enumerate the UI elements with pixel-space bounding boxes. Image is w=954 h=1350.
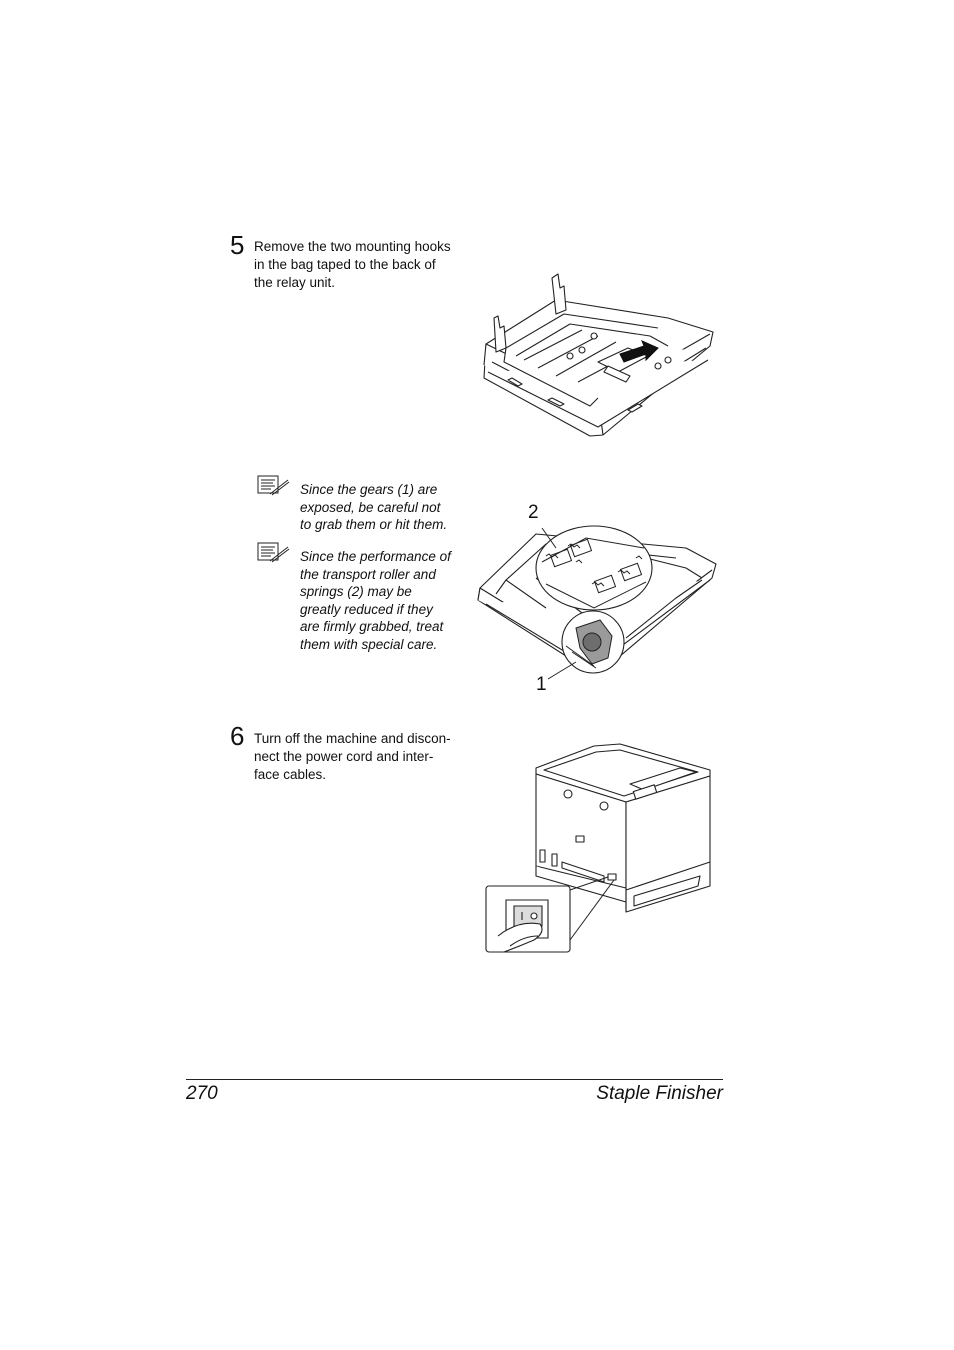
note-2-line-5: are firmly grabbed, treat <box>300 619 444 635</box>
note-2-text: Since the performance of the transport r… <box>300 548 480 654</box>
relay-unit-illustration <box>478 270 718 442</box>
step-5-text: Remove the two mounting hooks in the bag… <box>254 238 469 292</box>
step-6-number: 6 <box>230 721 245 751</box>
note-1-line-1: Since the gears (1) are <box>300 482 438 497</box>
step-6-line-3: face cables. <box>254 767 327 782</box>
step-5-line-1: Remove the two mounting hooks <box>254 239 451 254</box>
page-number: 270 <box>186 1083 218 1104</box>
callout-1: 1 <box>536 674 547 695</box>
note-2-line-3: springs (2) may be <box>300 584 412 600</box>
note-pad-pencil-icon <box>256 541 290 563</box>
note-1-text: Since the gears (1) are exposed, be care… <box>300 481 480 534</box>
footer-rule <box>186 1079 723 1080</box>
note-1-line-2: exposed, be careful not <box>300 499 441 515</box>
step-6-line-1: Turn off the machine and discon- <box>254 731 451 746</box>
step-5-line-3: the relay unit. <box>254 275 336 290</box>
step-6-text: Turn off the machine and discon- nect th… <box>254 730 469 784</box>
note-pad-pencil-icon <box>256 474 290 496</box>
gears-springs-illustration <box>476 518 720 678</box>
step-6-line-2: nect the power cord and inter- <box>254 749 434 764</box>
note-2-line-2: the transport roller and <box>300 566 436 582</box>
printer-illustration <box>484 740 714 956</box>
section-title: Staple Finisher <box>596 1083 723 1104</box>
step-5-line-2: in the bag taped to the back of <box>254 257 436 272</box>
note-2-line-4: greatly reduced if they <box>300 601 433 617</box>
callout-2: 2 <box>528 502 539 523</box>
note-2-line-1: Since the performance of <box>300 549 451 564</box>
step-5-number: 5 <box>230 230 245 260</box>
note-1-line-3: to grab them or hit them. <box>300 517 448 533</box>
note-2-line-6: them with special care. <box>300 636 438 652</box>
